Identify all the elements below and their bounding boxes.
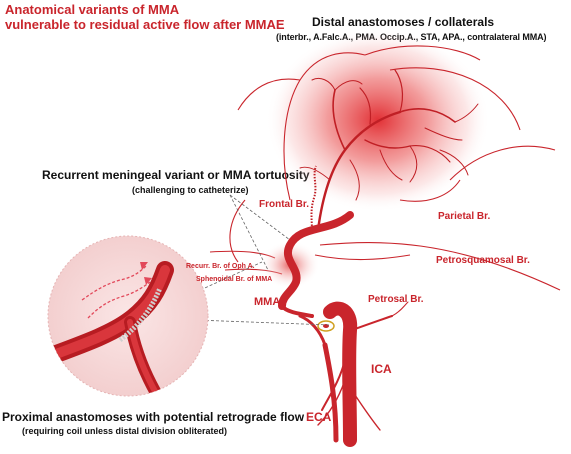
title-line-1: Anatomical variants of MMA bbox=[5, 2, 180, 17]
proximal-heading: Proximal anastomoses with potential retr… bbox=[2, 410, 305, 424]
distal-tree bbox=[299, 69, 479, 232]
recurrent-branch-label: Recurr. Br. of Oph A. bbox=[186, 263, 255, 270]
parietal-branch-label: Parietal Br. bbox=[438, 211, 491, 222]
carotid-trunk bbox=[298, 301, 409, 447]
title-line-2: vulnerable to residual active flow after… bbox=[5, 17, 285, 32]
mma-vessel bbox=[278, 211, 354, 318]
mma-label: MMA bbox=[254, 296, 281, 308]
sphenoidal-branch-label: Sphenoidal Br. of MMA bbox=[196, 276, 273, 283]
distal-heading: Distal anastomoses / collaterals bbox=[312, 15, 495, 29]
petrosquamosal-branch-label: Petrosquamosal Br. bbox=[436, 255, 530, 266]
petrosal-branch-label: Petrosal Br. bbox=[368, 294, 424, 305]
frontal-branch bbox=[310, 165, 317, 233]
ica-label: ICA bbox=[371, 362, 392, 376]
recurrent-heading: Recurrent meningeal variant or MMA tortu… bbox=[42, 168, 310, 182]
eca-label: ECA bbox=[306, 410, 332, 424]
leader-lines bbox=[195, 194, 331, 326]
inset-magnifier bbox=[47, 235, 209, 397]
foramen-loop bbox=[317, 320, 335, 332]
frontal-branch-label: Frontal Br. bbox=[259, 199, 310, 210]
recurrent-detail: (challenging to catheterize) bbox=[132, 185, 249, 195]
proximal-detail: (requiring coil unless distal division o… bbox=[22, 426, 228, 436]
